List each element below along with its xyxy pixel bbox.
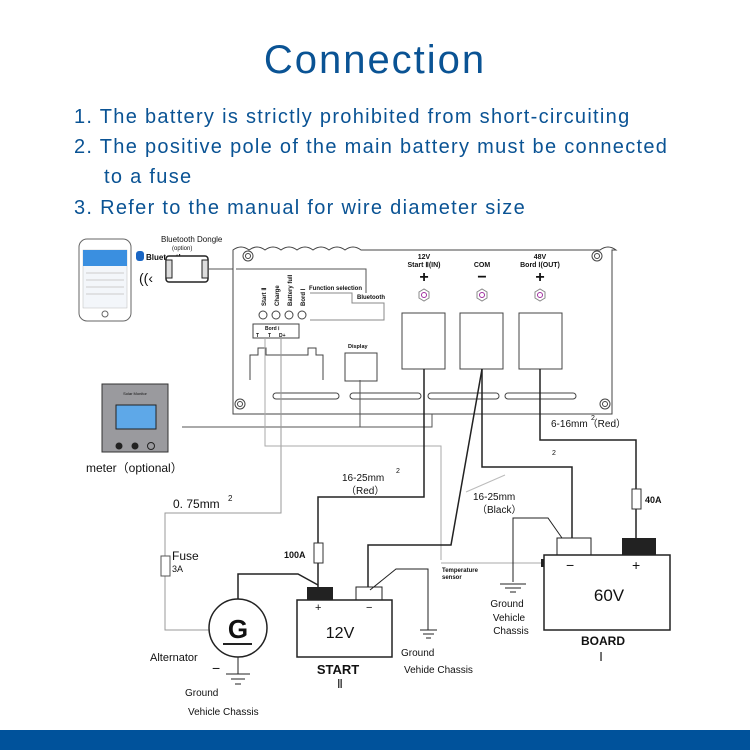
board-battery-positive-post [622, 538, 656, 555]
wire-signal-label: 0. 75mm [173, 497, 220, 511]
led-indicator [284, 310, 294, 320]
board-battery-roman: Ⅰ [599, 650, 603, 664]
board-battery-pos-sign: + [632, 557, 640, 573]
ground-vehicle-board: Vehicle [493, 613, 526, 624]
alternator-label: Alternator [150, 652, 198, 664]
bluetooth-icon [136, 251, 144, 261]
led-indicator [297, 310, 307, 320]
pin-d-label: D+ [279, 333, 286, 339]
footer-band [0, 730, 750, 750]
ground-label-board: Ground [490, 599, 523, 610]
terminal-com-polarity: − [477, 269, 486, 286]
ground-chassis-board: Chassis [493, 626, 529, 637]
board-battery-negative-post [556, 537, 592, 556]
fuse-3a [160, 555, 171, 577]
terminal-start-voltage: 12V [418, 254, 431, 261]
temperature-sensor-label-2: sensor [442, 575, 462, 581]
ground-label-start: Ground [401, 648, 434, 659]
fuse-40a [631, 488, 642, 510]
function-selection-switch [310, 292, 385, 321]
led-indicator [258, 310, 268, 320]
start-battery [296, 599, 393, 658]
smartphone [78, 238, 132, 322]
wire-stray-sup: 2 [552, 450, 556, 457]
start-battery-label: START [317, 662, 359, 677]
ground-chassis-alternator: Vehicle Chassis [188, 707, 259, 718]
display-port-label: Display [348, 344, 369, 350]
fuse-100a-label: 100A [284, 550, 306, 560]
board-battery-neg-sign: − [566, 557, 574, 573]
terminal-bolts [418, 288, 546, 302]
start-battery-voltage: 12V [326, 625, 355, 642]
display-port [344, 352, 378, 382]
bluetooth-port-label: Bluetooth [357, 295, 385, 301]
ground-symbol-start [420, 629, 437, 639]
bord-block-label: Bord Ⅰ [265, 325, 280, 332]
wire-board-label: 6-16mm（Red） [551, 418, 626, 430]
led-label-charge: Charge [275, 285, 281, 306]
meter-display: Solar Monitor [101, 383, 169, 453]
ground-symbol-board [500, 583, 526, 593]
start-battery-negative-post [355, 586, 383, 601]
wire-start-sup: 2 [396, 468, 400, 475]
note-3: 3. Refer to the manual for wire diameter… [74, 197, 527, 219]
fuse-3a-rating: 3A [172, 564, 183, 574]
note-2-continued: to a fuse [104, 166, 193, 188]
function-selection-label: Function selection [309, 286, 362, 292]
wire-signal-sup: 2 [228, 494, 233, 503]
fuse-3a-label: Fuse [172, 549, 199, 563]
start-battery-positive-post [307, 587, 333, 600]
wire-com-label: 16-25mm [473, 492, 515, 503]
start-battery-roman: Ⅱ [337, 677, 343, 691]
terminal-com-label: COM [474, 262, 491, 269]
terminal-bord-polarity: + [535, 269, 544, 286]
wire-board-sup: 2 [591, 415, 595, 422]
start-battery-pos-sign: + [315, 602, 321, 614]
board-battery-voltage: 60V [594, 586, 625, 605]
dongle-label: Bluetooth Dongle [161, 235, 223, 244]
dongle-sublabel: (option) [172, 246, 192, 252]
pin-t2-label: T [268, 333, 271, 339]
alternator-symbol: G [228, 614, 248, 644]
alternator-negative: − [212, 660, 220, 676]
bluetooth-brand-label: Bluetooth [146, 253, 183, 262]
terminal-bord-block [518, 312, 563, 370]
fuse-40a-label: 40A [645, 495, 662, 505]
terminal-start-block [401, 312, 446, 370]
wire-start-color: （Red） [346, 485, 384, 497]
ground-chassis-start: Vehide Chassis [404, 665, 473, 676]
led-indicator [271, 310, 281, 320]
ground-symbol-alternator [226, 657, 250, 685]
meter-screen-title: Solar Monitor [123, 391, 147, 396]
terminal-connector [249, 347, 324, 380]
note-2: 2. The positive pole of the main battery… [74, 136, 669, 158]
fuse-100a [313, 542, 324, 564]
board-battery [543, 554, 671, 631]
terminal-start-polarity: + [419, 269, 428, 286]
board-battery-label: BOARD [581, 634, 625, 648]
bluetooth-dongle [165, 255, 209, 283]
led-label-start: Start Ⅱ [261, 288, 268, 306]
meter-label: meter（optional） [86, 461, 183, 475]
terminal-bord-label: Bord Ⅰ(OUT) [520, 261, 560, 269]
temperature-sensor-label: Temperature [442, 568, 479, 574]
bluetooth-logo: Bluetooth [136, 251, 183, 262]
pin-t1-label: T [256, 333, 259, 339]
terminal-com-block [459, 312, 504, 370]
page-title: Connection [263, 38, 487, 82]
start-battery-neg-sign: − [366, 602, 372, 614]
led-label-battery-full: Battery full [288, 274, 294, 306]
wireless-signal-icon: ((‹ [139, 270, 153, 286]
ground-label-alternator: Ground [185, 688, 218, 699]
terminal-start-label: Start Ⅱ(IN) [407, 261, 440, 269]
led-label-bord: Bord Ⅰ [300, 288, 307, 306]
note-1: 1. The battery is strictly prohibited fr… [74, 106, 631, 128]
wire-com-color: （Black） [477, 504, 521, 516]
terminal-bord-voltage: 48V [534, 254, 547, 261]
wire-start-label: 16-25mm [342, 473, 384, 484]
